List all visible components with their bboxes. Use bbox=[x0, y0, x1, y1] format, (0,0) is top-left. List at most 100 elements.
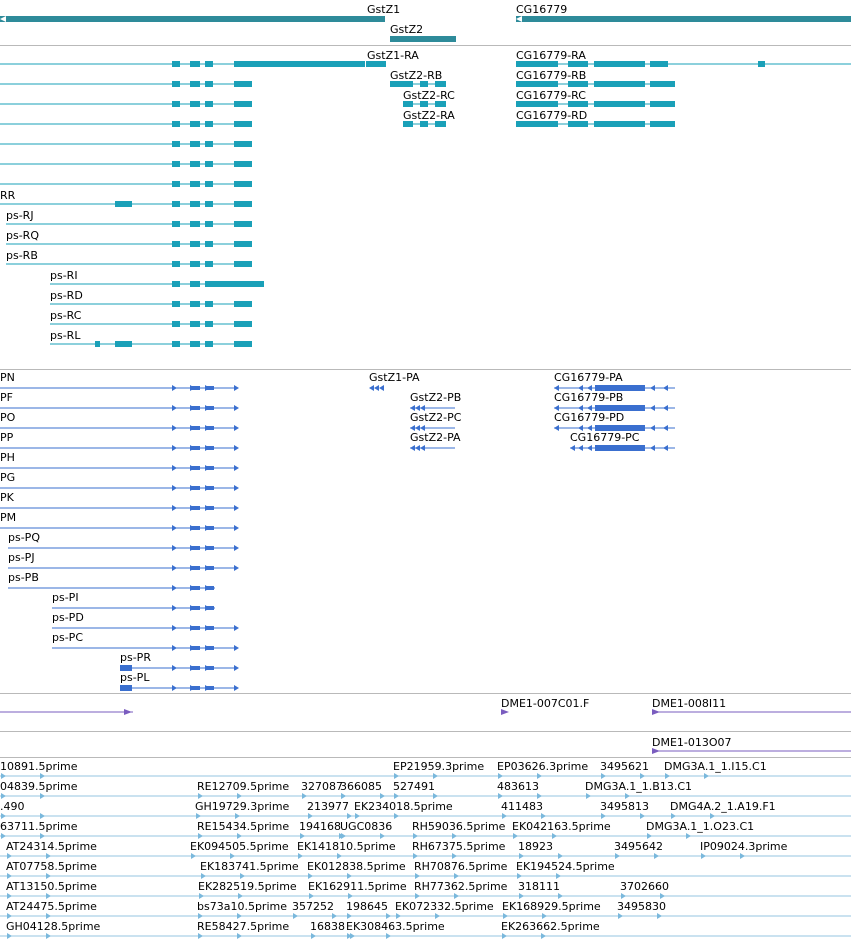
cds-row[interactable]: ps-PL bbox=[120, 671, 239, 691]
est-feature[interactable]: DMG3A.1_1.O23.C1 bbox=[646, 820, 754, 839]
est-feature[interactable]: EK168929.5prime bbox=[502, 900, 601, 919]
est-feature[interactable]: 213977 bbox=[307, 800, 352, 819]
mrna-feature[interactable]: CG16779-RA bbox=[516, 49, 851, 67]
est-feature[interactable]: RH70876.5prime bbox=[414, 860, 508, 879]
mrna-row[interactable] bbox=[0, 161, 252, 167]
mrna-feature[interactable]: CG16779-RD bbox=[516, 109, 675, 127]
est-feature[interactable]: AT13150.5prime bbox=[6, 880, 97, 899]
cds-row[interactable]: PN bbox=[0, 371, 239, 391]
mrna-row[interactable]: ps-RL bbox=[50, 329, 252, 347]
est-feature[interactable]: RH77362.5prime bbox=[414, 880, 508, 899]
est-feature[interactable]: 3495621 bbox=[600, 760, 649, 779]
cds-row[interactable]: ps-PJ bbox=[8, 551, 239, 571]
est-feature[interactable]: UGC0836 bbox=[340, 820, 392, 839]
est-feature[interactable]: RE15434.5prime bbox=[197, 820, 289, 839]
est-feature[interactable]: 3495642 bbox=[614, 840, 663, 859]
cds-feature[interactable]: CG16779-PD bbox=[554, 411, 675, 431]
est-feature[interactable]: GH04128.5prime bbox=[6, 920, 101, 939]
cds-row[interactable]: ps-PB bbox=[8, 571, 215, 591]
est-feature[interactable]: EK282519.5prime bbox=[198, 880, 297, 899]
est-feature[interactable]: GH19729.3prime bbox=[195, 800, 290, 819]
cds-feature[interactable]: GstZ2-PA bbox=[410, 431, 461, 451]
est-feature[interactable]: 411483 bbox=[501, 800, 546, 819]
est-feature[interactable]: EK234018.5prime bbox=[354, 800, 453, 819]
est-feature[interactable]: 198645 bbox=[346, 900, 391, 919]
mrna-feature[interactable]: GstZ2-RA bbox=[403, 109, 455, 127]
est-feature[interactable]: EP21959.3prime bbox=[393, 760, 484, 779]
est-feature[interactable]: 3495830 bbox=[617, 900, 666, 919]
mrna-row[interactable] bbox=[0, 81, 252, 87]
dme-feature[interactable] bbox=[0, 709, 133, 715]
est-feature[interactable]: .490 bbox=[0, 800, 45, 819]
cds-row[interactable]: PP bbox=[0, 431, 239, 451]
est-feature[interactable]: RE58427.5prime bbox=[197, 920, 289, 939]
est-feature[interactable]: bs73a10.5prime bbox=[197, 900, 287, 919]
est-feature[interactable]: EK194524.5prime bbox=[516, 860, 615, 879]
cds-row[interactable]: PM bbox=[0, 511, 239, 531]
est-feature[interactable]: EK162911.5prime bbox=[308, 880, 407, 899]
cds-row[interactable]: PF bbox=[0, 391, 239, 411]
cds-feature[interactable]: CG16779-PA bbox=[554, 371, 675, 391]
est-feature[interactable]: 16838 bbox=[310, 920, 355, 939]
mrna-row[interactable] bbox=[0, 181, 252, 187]
cds-row[interactable]: PG bbox=[0, 471, 239, 491]
cds-feature[interactable]: CG16779-PB bbox=[554, 391, 675, 411]
est-feature[interactable]: EP03626.3prime bbox=[497, 760, 588, 779]
mrna-row[interactable]: ps-RC bbox=[50, 309, 252, 327]
cds-row[interactable]: ps-PI bbox=[52, 591, 215, 611]
est-feature[interactable]: RE12709.5prime bbox=[197, 780, 289, 799]
cds-row[interactable]: ps-PQ bbox=[8, 531, 239, 551]
cds-feature[interactable]: GstZ1-PA bbox=[369, 371, 420, 391]
mrna-feature[interactable]: GstZ2-RC bbox=[403, 89, 455, 107]
mrna-row[interactable] bbox=[0, 101, 252, 107]
est-feature[interactable]: 194168 bbox=[299, 820, 344, 839]
est-feature[interactable]: 483613 bbox=[497, 780, 542, 799]
cds-row[interactable]: ps-PD bbox=[52, 611, 239, 631]
cds-row[interactable]: PH bbox=[0, 451, 239, 471]
dme-feature[interactable]: DME1-008I11 bbox=[652, 697, 851, 715]
est-feature[interactable]: RH67375.5prime bbox=[412, 840, 506, 859]
mrna-feature[interactable]: CG16779-RB bbox=[516, 69, 675, 87]
gene-feature[interactable]: GstZ1 bbox=[0, 3, 400, 22]
est-feature[interactable]: EK183741.5prime bbox=[200, 860, 299, 879]
est-feature[interactable]: RH59036.5prime bbox=[412, 820, 506, 839]
gene-feature[interactable]: CG16779 bbox=[516, 3, 851, 22]
mrna-feature[interactable]: GstZ2-RB bbox=[390, 69, 446, 87]
est-feature[interactable]: DMG3A.1_1.I15.C1 bbox=[664, 760, 767, 779]
cds-feature[interactable]: CG16779-PC bbox=[570, 431, 675, 451]
est-feature[interactable]: 3495813 bbox=[600, 800, 649, 819]
est-feature[interactable]: EK012838.5prime bbox=[307, 860, 406, 879]
est-feature[interactable]: 527491 bbox=[393, 780, 438, 799]
est-feature[interactable]: 04839.5prime bbox=[0, 780, 78, 799]
dme-feature[interactable]: DME1-013O07 bbox=[652, 736, 851, 754]
est-feature[interactable]: 357252 bbox=[292, 900, 337, 919]
mrna-feature[interactable]: GstZ1-RA bbox=[366, 49, 419, 67]
mrna-row[interactable]: ps-RQ bbox=[6, 229, 252, 247]
est-feature[interactable]: DMG4A.2_1.A19.F1 bbox=[670, 800, 776, 819]
mrna-row[interactable]: RR bbox=[0, 189, 252, 207]
est-feature[interactable]: 18923 bbox=[518, 840, 563, 859]
est-feature[interactable]: EK308463.5prime bbox=[346, 920, 445, 939]
cds-row[interactable]: PK bbox=[0, 491, 239, 511]
mrna-feature[interactable]: CG16779-RC bbox=[516, 89, 675, 107]
est-feature[interactable]: 63711.5prime bbox=[0, 820, 78, 839]
mrna-row[interactable]: ps-RB bbox=[6, 249, 252, 267]
est-feature[interactable]: EK042163.5prime bbox=[512, 820, 611, 839]
mrna-row[interactable] bbox=[0, 121, 252, 127]
est-feature[interactable]: AT24314.5prime bbox=[6, 840, 97, 859]
est-feature[interactable]: AT24475.5prime bbox=[6, 900, 97, 919]
gene-feature[interactable]: GstZ2 bbox=[390, 23, 456, 42]
est-feature[interactable]: 318111 bbox=[518, 880, 563, 899]
est-feature[interactable]: EK141810.5prime bbox=[297, 840, 396, 859]
est-feature[interactable]: 3702660 bbox=[620, 880, 669, 899]
est-feature[interactable]: EK094505.5prime bbox=[190, 840, 289, 859]
est-feature[interactable]: DMG3A.1_1.B13.C1 bbox=[585, 780, 692, 799]
mrna-row[interactable] bbox=[0, 61, 365, 67]
cds-row[interactable]: ps-PR bbox=[120, 651, 239, 671]
est-feature[interactable]: EK072332.5prime bbox=[395, 900, 494, 919]
est-feature[interactable]: 366085 bbox=[340, 780, 385, 799]
est-feature[interactable]: AT07758.5prime bbox=[6, 860, 97, 879]
cds-feature[interactable]: GstZ2-PC bbox=[410, 411, 462, 431]
cds-row[interactable]: ps-PC bbox=[52, 631, 239, 651]
est-feature[interactable]: EK263662.5prime bbox=[501, 920, 600, 939]
